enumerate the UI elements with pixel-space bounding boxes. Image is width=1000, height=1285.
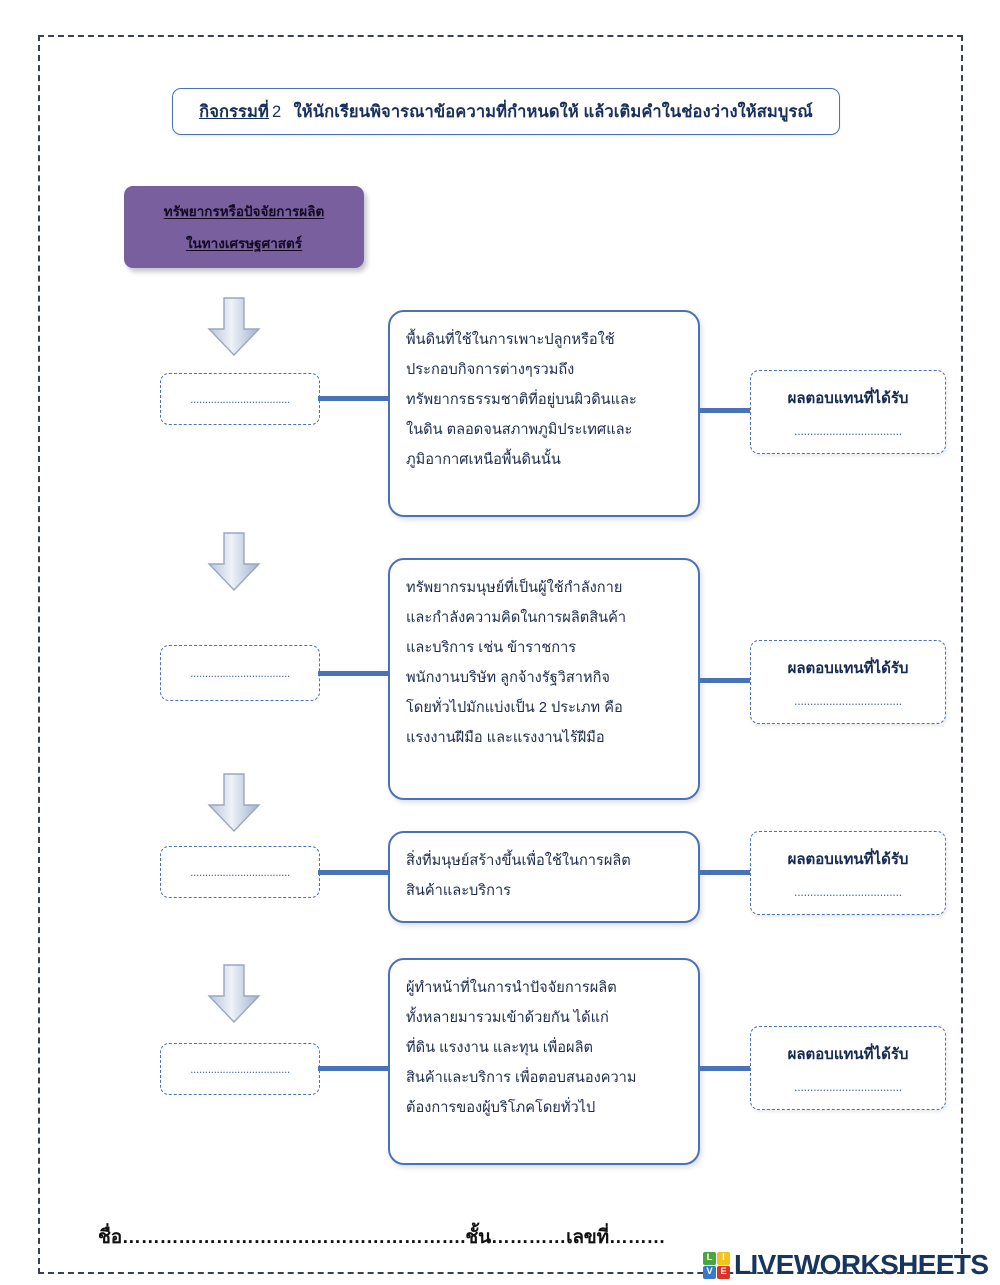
activity-header-text: กิจกรรมที่2 ให้นักเรียนพิจารณาข้อความที่… bbox=[199, 99, 813, 125]
reward-box-3-dots: .................................. bbox=[794, 885, 902, 899]
answer-blank-1-dots: .................................. bbox=[190, 392, 290, 406]
student-name-line[interactable]: ชื่อ……………………………………………….ชั้น…………เลขที่……… bbox=[98, 1227, 666, 1248]
description-1-line-1: พื้นดินที่ใช้ในการเพาะปลูกหรือใช้ bbox=[406, 332, 615, 348]
connector-right-2 bbox=[698, 678, 752, 683]
logo-tile-i: I bbox=[717, 1251, 730, 1265]
connector-left-1 bbox=[318, 396, 390, 401]
connector-left-4 bbox=[318, 1066, 390, 1071]
connector-right-4 bbox=[698, 1066, 752, 1071]
connector-left-3 bbox=[318, 870, 390, 875]
answer-blank-4-dots: .................................. bbox=[190, 1062, 290, 1076]
down-arrow-3 bbox=[206, 772, 262, 834]
reward-box-1[interactable]: ผลตอบแทนที่ได้รับ ......................… bbox=[750, 370, 946, 454]
topic-line-1: ทรัพยากรหรือปัจจัยการผลิต bbox=[163, 204, 325, 219]
description-1-line-2: ประกอบกิจการต่างๆรวมถึง bbox=[406, 362, 575, 378]
description-3-line-1: สิ่งที่มนุษย์สร้างขึ้นเพื่อใช้ในการผลิต bbox=[406, 853, 631, 869]
description-box-4: ผู้ทำหน้าที่ในการนำปัจจัยการผลิต ทั้งหลา… bbox=[388, 958, 700, 1165]
connector-left-2 bbox=[318, 671, 390, 676]
worksheet-border bbox=[38, 35, 963, 1274]
description-box-2: ทรัพยากรมนุษย์ที่เป็นผู้ใช้กำลังกาย และก… bbox=[388, 558, 700, 800]
activity-number: 2 bbox=[271, 102, 282, 121]
logo-tile-v: V bbox=[703, 1265, 716, 1279]
description-2-line-2: และกำลังความคิดในการผลิตสินค้า bbox=[406, 610, 627, 626]
reward-box-4-dots: .................................. bbox=[794, 1080, 902, 1094]
activity-header: กิจกรรมที่2 ให้นักเรียนพิจารณาข้อความที่… bbox=[172, 88, 840, 135]
reward-box-4[interactable]: ผลตอบแทนที่ได้รับ ......................… bbox=[750, 1026, 946, 1110]
reward-box-2-dots: .................................. bbox=[794, 694, 902, 708]
liveworksheets-logo: L I V E LIVEWORKSHEETS bbox=[703, 1251, 989, 1279]
description-2-line-1: ทรัพยากรมนุษย์ที่เป็นผู้ใช้กำลังกาย bbox=[406, 580, 623, 596]
answer-blank-3[interactable]: .................................. bbox=[160, 846, 320, 898]
reward-box-2-title: ผลตอบแทนที่ได้รับ bbox=[787, 660, 909, 677]
liveworksheets-logo-tiles: L I V E bbox=[703, 1251, 730, 1279]
topic-box: ทรัพยากรหรือปัจจัยการผลิต ในทางเศรษฐศาสต… bbox=[124, 186, 364, 268]
description-2-line-5: โดยทั่วไปมักแบ่งเป็น 2 ประเภท คือ bbox=[406, 700, 623, 716]
description-4-line-2: ทั้งหลายมารวมเข้าด้วยกัน ได้แก่ bbox=[406, 1010, 609, 1026]
answer-blank-3-dots: .................................. bbox=[190, 865, 290, 879]
answer-blank-2[interactable]: .................................. bbox=[160, 645, 320, 701]
down-arrow-4 bbox=[206, 963, 262, 1025]
description-4-line-4: สินค้าและบริการ เพื่อตอบสนองความ bbox=[406, 1070, 637, 1086]
reward-box-1-title: ผลตอบแทนที่ได้รับ bbox=[787, 390, 909, 407]
description-1-line-3: ทรัพยากรธรรมชาติที่อยู่บนผิวดินและ bbox=[406, 392, 637, 408]
logo-tile-l: L bbox=[703, 1251, 716, 1265]
description-2-line-3: และบริการ เช่น ข้าราชการ bbox=[406, 640, 577, 656]
description-1-line-4: ในดิน ตลอดจนสภาพภูมิประเทศและ bbox=[406, 422, 633, 438]
description-3-line-2: สินค้าและบริการ bbox=[406, 883, 511, 899]
description-1-line-5: ภูมิอากาศเหนือพื้นดินนั้น bbox=[406, 452, 561, 468]
answer-blank-1[interactable]: .................................. bbox=[160, 373, 320, 425]
down-arrow-1 bbox=[206, 296, 262, 358]
activity-label: กิจกรรมที่ bbox=[199, 102, 269, 121]
connector-right-1 bbox=[698, 408, 752, 413]
description-2-line-6: แรงงานฝีมือ และแรงงานไร้ฝีมือ bbox=[406, 730, 605, 746]
reward-box-2[interactable]: ผลตอบแทนที่ได้รับ ......................… bbox=[750, 640, 946, 724]
reward-box-1-dots: .................................. bbox=[794, 424, 902, 438]
connector-right-3 bbox=[698, 870, 752, 875]
description-4-line-3: ที่ดิน แรงงาน และทุน เพื่อผลิต bbox=[406, 1040, 594, 1056]
reward-box-4-title: ผลตอบแทนที่ได้รับ bbox=[787, 1046, 909, 1063]
description-4-line-5: ต้องการของผู้บริโภคโดยทั่วไป bbox=[406, 1100, 596, 1116]
down-arrow-2 bbox=[206, 531, 262, 593]
description-4-line-1: ผู้ทำหน้าที่ในการนำปัจจัยการผลิต bbox=[406, 980, 617, 996]
answer-blank-4[interactable]: .................................. bbox=[160, 1043, 320, 1095]
description-box-1: พื้นดินที่ใช้ในการเพาะปลูกหรือใช้ ประกอบ… bbox=[388, 310, 700, 517]
reward-box-3-title: ผลตอบแทนที่ได้รับ bbox=[787, 851, 909, 868]
activity-instruction: ให้นักเรียนพิจารณาข้อความที่กำหนดให้ แล้… bbox=[293, 102, 813, 121]
answer-blank-2-dots: .................................. bbox=[190, 666, 290, 680]
reward-box-3[interactable]: ผลตอบแทนที่ได้รับ ......................… bbox=[750, 831, 946, 915]
liveworksheets-wordmark: LIVEWORKSHEETS bbox=[734, 1249, 989, 1280]
topic-line-2: ในทางเศรษฐศาสตร์ bbox=[185, 236, 303, 251]
description-box-3: สิ่งที่มนุษย์สร้างขึ้นเพื่อใช้ในการผลิต … bbox=[388, 831, 700, 923]
logo-tile-e: E bbox=[717, 1265, 730, 1279]
description-2-line-4: พนักงานบริษัท ลูกจ้างรัฐวิสาหกิจ bbox=[406, 670, 610, 686]
